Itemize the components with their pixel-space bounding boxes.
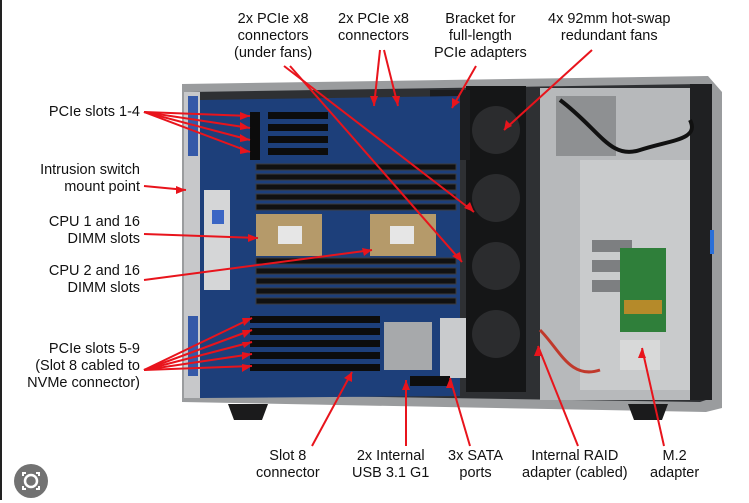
callout-m2 xyxy=(641,347,665,447)
callout-pcie-x8-under-fans-2 xyxy=(289,65,463,263)
label-usb: 2x Internal USB 3.1 G1 xyxy=(352,448,430,481)
callout-fans xyxy=(503,49,593,131)
lens-search-icon[interactable] xyxy=(14,464,48,498)
callout-pcie2 xyxy=(143,111,251,129)
callout-pcie9 xyxy=(143,365,253,371)
callout-pcie-x8-under-fans-1 xyxy=(283,65,475,213)
label-pcie-1-4: PCIe slots 1-4 xyxy=(48,104,140,120)
lens-glyph-icon xyxy=(22,472,40,490)
callout-sata xyxy=(449,377,471,447)
callout-pcie3 xyxy=(143,111,251,141)
callout-cpu2 xyxy=(143,249,373,281)
callout-pcie8 xyxy=(143,353,253,371)
callout-pcie6 xyxy=(143,329,253,371)
callout-pcie4 xyxy=(143,111,251,153)
callout-cpu1 xyxy=(143,233,259,239)
window-edge xyxy=(0,0,2,500)
label-intrusion: Intrusion switch mount point xyxy=(40,162,140,195)
label-bracket: Bracket for full-length PCIe adapters xyxy=(434,11,527,61)
callout-raid xyxy=(537,345,579,447)
label-cpu1: CPU 1 and 16 DIMM slots xyxy=(48,214,140,247)
label-slot8: Slot 8 connector xyxy=(256,448,320,481)
label-cpu2: CPU 2 and 16 DIMM slots xyxy=(48,263,140,296)
label-sata: 3x SATA ports xyxy=(448,448,504,481)
callout-pcie7 xyxy=(143,341,253,371)
label-pcie-x8-under-fans: 2x PCIe x8 connectors (under fans) xyxy=(234,11,313,61)
label-pcie-x8: 2x PCIe x8 connectors xyxy=(338,11,409,44)
label-fans: 4x 92mm hot-swap redundant fans xyxy=(548,11,671,44)
label-pcie-5-9: PCIe slots 5-9 (Slot 8 cabled to NVMe co… xyxy=(27,341,140,391)
callout-slot8 xyxy=(311,371,353,447)
callout-pcie1 xyxy=(143,111,251,117)
callout-pcie5 xyxy=(143,317,253,371)
label-raid: Internal RAID adapter (cabled) xyxy=(522,448,628,481)
label-m2: M.2 adapter xyxy=(650,448,700,481)
